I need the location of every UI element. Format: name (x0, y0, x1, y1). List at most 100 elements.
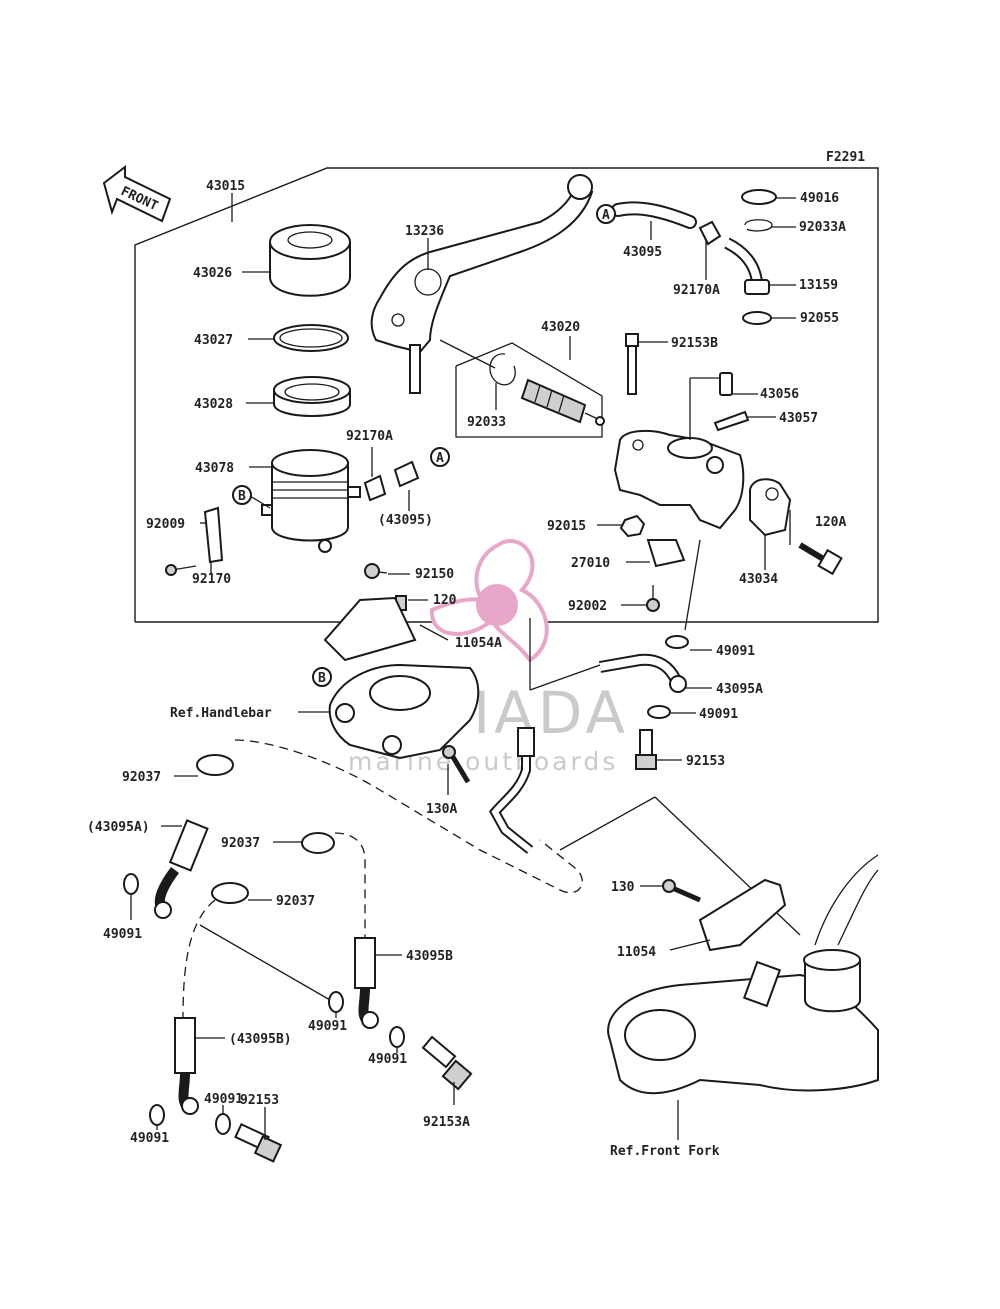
reservoir-body (261, 449, 361, 553)
label-49091-a: 49091 (716, 644, 755, 659)
svg-text:B: B (318, 671, 326, 686)
label-43057: 43057 (779, 411, 818, 426)
label-92037-a: 92037 (122, 770, 161, 785)
assembly-frame-43015 (134, 167, 879, 623)
route-line (234, 739, 583, 894)
clamp-92037-c (211, 882, 249, 904)
svg-text:A: A (602, 208, 610, 223)
banjo-bolt-92153-a (635, 729, 657, 770)
diaphragm-plate (273, 324, 349, 352)
bleeder-cap (713, 410, 750, 432)
brake-switch (646, 539, 686, 568)
label-43027: 43027 (194, 333, 233, 348)
marker-b-mid: B (232, 485, 252, 505)
label-49091-g: 49091 (130, 1131, 169, 1146)
watermark-logo (429, 539, 549, 663)
marker-a-mid: A (430, 447, 450, 467)
brake-lever (370, 174, 594, 394)
label-43034: 43034 (739, 572, 778, 587)
label-130A: 130A (426, 802, 457, 817)
label-92170A-2: 92170A (673, 283, 720, 298)
nut-92015 (619, 514, 646, 538)
bolt-130 (662, 879, 701, 903)
banjo-bolt-92153-b (234, 1122, 283, 1163)
piston-kit (520, 378, 605, 426)
bleeder-valve (719, 372, 733, 396)
washer-49091-d (328, 991, 344, 1013)
label-49091-e: 49091 (368, 1052, 407, 1067)
label-43028: 43028 (194, 397, 233, 412)
figure-code: F2291 (826, 150, 865, 165)
washer-49091-g (215, 1113, 231, 1135)
brake-hose-43095B-left (174, 1017, 199, 1115)
label-92055: 92055 (800, 311, 839, 326)
label-11054: 11054 (617, 945, 656, 960)
label-43020: 43020 (541, 320, 580, 335)
bracket-11054 (698, 878, 787, 952)
label-13159: 13159 (799, 278, 838, 293)
circlip-92033A (744, 219, 773, 232)
label-49091-c: 49091 (103, 927, 142, 942)
label-92033: 92033 (467, 415, 506, 430)
label-92037-c: 92037 (276, 894, 315, 909)
svg-text:B: B (238, 489, 246, 504)
label-43095-paren: (43095) (378, 513, 433, 528)
reservoir-bracket (203, 506, 224, 564)
bracket-11054A (323, 596, 417, 662)
washer-49091-e (389, 1026, 405, 1048)
leader-lines (130, 193, 796, 1140)
label-43078: 43078 (195, 461, 234, 476)
route-line-b (334, 832, 366, 940)
route-line-c (182, 899, 216, 1019)
handlebar-clamp (749, 478, 792, 537)
brake-hose-43095A (598, 653, 687, 693)
svg-text:A: A (436, 451, 444, 466)
brake-hose-43095B (354, 937, 379, 1029)
label-13236: 13236 (405, 224, 444, 239)
marker-a-top: A (596, 204, 616, 224)
label-49016: 49016 (800, 191, 839, 206)
bolt-120A (798, 542, 843, 576)
label-ref-front-fork: Ref.Front Fork (610, 1144, 720, 1159)
label-49091-b: 49091 (699, 707, 738, 722)
front-fork (607, 854, 879, 1095)
label-27010: 27010 (571, 556, 610, 571)
label-92170: 92170 (192, 572, 231, 587)
reservoir-fitting (724, 237, 770, 295)
washer-49091-f (149, 1104, 165, 1126)
label-49091-f: 49091 (204, 1092, 243, 1107)
label-92153-a: 92153 (686, 754, 725, 769)
label-92015: 92015 (547, 519, 586, 534)
label-92037-b: 92037 (221, 836, 260, 851)
label-43095: 43095 (623, 245, 662, 260)
screw-92002 (646, 585, 660, 612)
washer-49091-c (123, 873, 139, 895)
clamp-92037-b (301, 832, 335, 854)
label-43095A: 43095A (716, 682, 763, 697)
label-130: 130 (611, 880, 635, 895)
label-92150: 92150 (415, 567, 454, 582)
label-92170A-1: 92170A (346, 429, 393, 444)
pivot-bolt (625, 333, 639, 395)
label-43095B: 43095B (406, 949, 453, 964)
front-arrow-icon: FRONT (102, 164, 172, 223)
label-92153A: 92153A (423, 1115, 470, 1130)
label-43026: 43026 (193, 266, 232, 281)
label-43015: 43015 (206, 179, 245, 194)
circlip-92033 (489, 353, 516, 386)
oring-92055 (742, 311, 772, 325)
brake-hose-43095A-left (154, 819, 209, 919)
label-92153-b: 92153 (240, 1093, 279, 1108)
hose-clamp (698, 220, 722, 246)
label-43056: 43056 (760, 387, 799, 402)
label-92033A: 92033A (799, 220, 846, 235)
label-43095A-paren: (43095A) (87, 820, 150, 835)
label-49091-d: 49091 (308, 1019, 347, 1034)
bolt-92009 (165, 564, 197, 576)
label-92153B: 92153B (671, 336, 718, 351)
label-120: 120 (433, 593, 457, 608)
hose-43095-small (393, 460, 420, 488)
banjo-bolt-92153A (421, 1035, 473, 1091)
diaphragm (273, 376, 351, 417)
cap-49016 (741, 189, 777, 205)
